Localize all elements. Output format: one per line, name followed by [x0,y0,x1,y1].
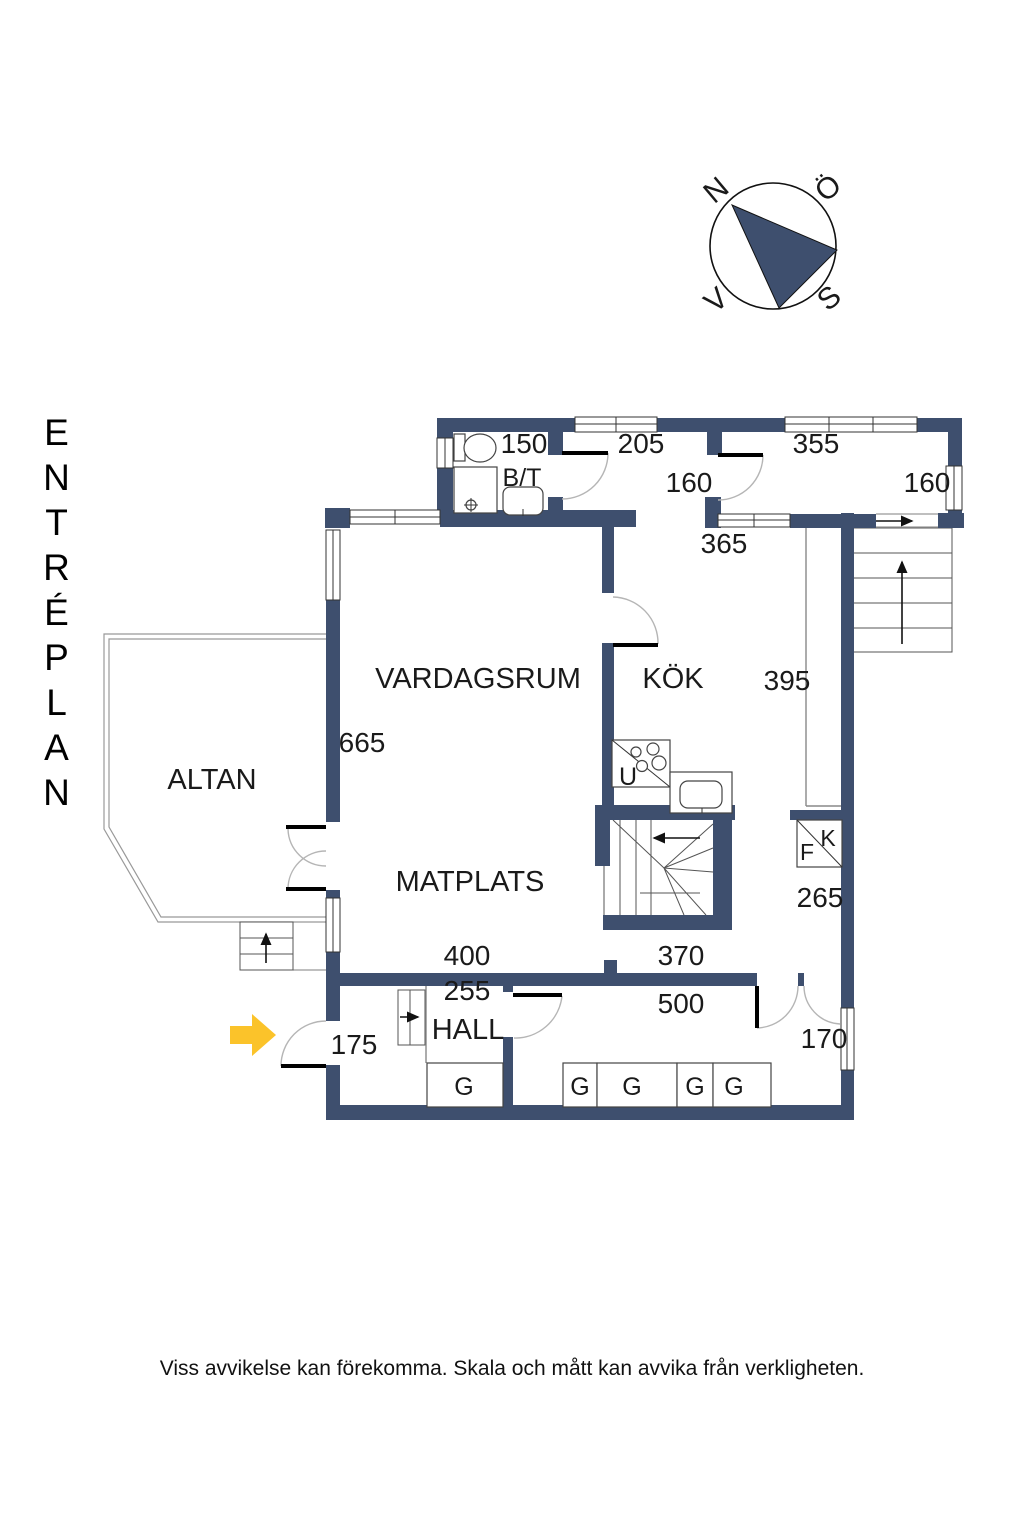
measurement-160-right: 160 [904,467,951,498]
compass-south: S [811,279,848,317]
room-label-vardagsrum: VARDAGSRUM [375,663,581,695]
room-label-altan: ALTAN [167,764,256,796]
entrance-arrow-icon [230,1014,276,1056]
measurement-365: 365 [701,528,748,559]
room-label-bt: B/T [503,464,542,492]
exterior-staircase [852,513,953,653]
kitchen-fixtures [611,739,843,868]
measurement-265: 265 [797,882,844,913]
freezer-label: F [800,839,814,865]
wardrobe-label: G [685,1073,704,1101]
window [784,416,918,433]
room-label-hall: HALL [432,1014,505,1046]
stove-icon [611,739,671,788]
measurement-370: 370 [658,940,705,971]
window [436,437,454,469]
door-corridor [717,453,764,501]
window [717,513,791,528]
bathroom-fixtures [453,433,544,516]
compass: N Ö S V [697,168,847,319]
wardrobe-label: G [724,1073,743,1101]
room-label-matplats: MATPLATS [396,866,545,898]
door-bathroom [561,451,609,500]
measurement-150: 150 [501,428,548,459]
room-label-kok: KÖK [642,663,704,695]
measurement-500: 500 [658,988,705,1019]
measurement-160-left: 160 [666,467,713,498]
door-hall [513,993,563,1039]
walls [325,418,964,1120]
kitchen-sink-icon [669,771,733,814]
wardrobe-label: G [454,1073,473,1101]
measurement-355: 355 [793,428,840,459]
window [840,1007,855,1071]
thin-partitions [425,528,841,1063]
balcony-steps [239,921,294,971]
hall-steps [397,989,426,1046]
compass-needle [731,204,838,309]
door-kitchen [612,596,659,647]
sink-icon [502,486,544,516]
interior-staircase [603,819,714,916]
wardrobes [426,1062,772,1108]
measurement-255: 255 [444,975,491,1006]
toilet-icon [453,433,497,463]
window [325,529,341,601]
compass-west: V [698,281,735,319]
window [945,465,963,511]
door-closet [803,985,841,1025]
windows [325,416,963,1071]
compass-north: N [697,171,735,210]
wardrobe-label: G [622,1073,641,1101]
oven-label: U [619,763,637,791]
window [349,509,441,525]
measurement-400: 400 [444,940,491,971]
measurement-175: 175 [331,1029,378,1060]
measurement-395: 395 [764,665,811,696]
doors [280,451,841,1068]
door-balcony-left [286,825,327,867]
wardrobe-label: G [570,1073,589,1101]
measurement-170: 170 [801,1023,848,1054]
door-passage [755,985,799,1029]
disclaimer-text: Viss avvikelse kan förekomma. Skala och … [159,1357,865,1380]
measurement-205: 205 [618,428,665,459]
window [325,897,341,953]
fridge-label: K [820,825,836,851]
fridge-freezer-icon [796,819,843,868]
page-title: ENTRÉPLAN [36,412,77,817]
door-balcony-right [286,850,327,891]
door-entrance [280,1020,327,1068]
balcony-outline [103,633,326,971]
window [574,416,658,433]
compass-east: Ö [809,168,848,208]
shower-icon [453,466,498,514]
measurement-665: 665 [339,727,386,758]
